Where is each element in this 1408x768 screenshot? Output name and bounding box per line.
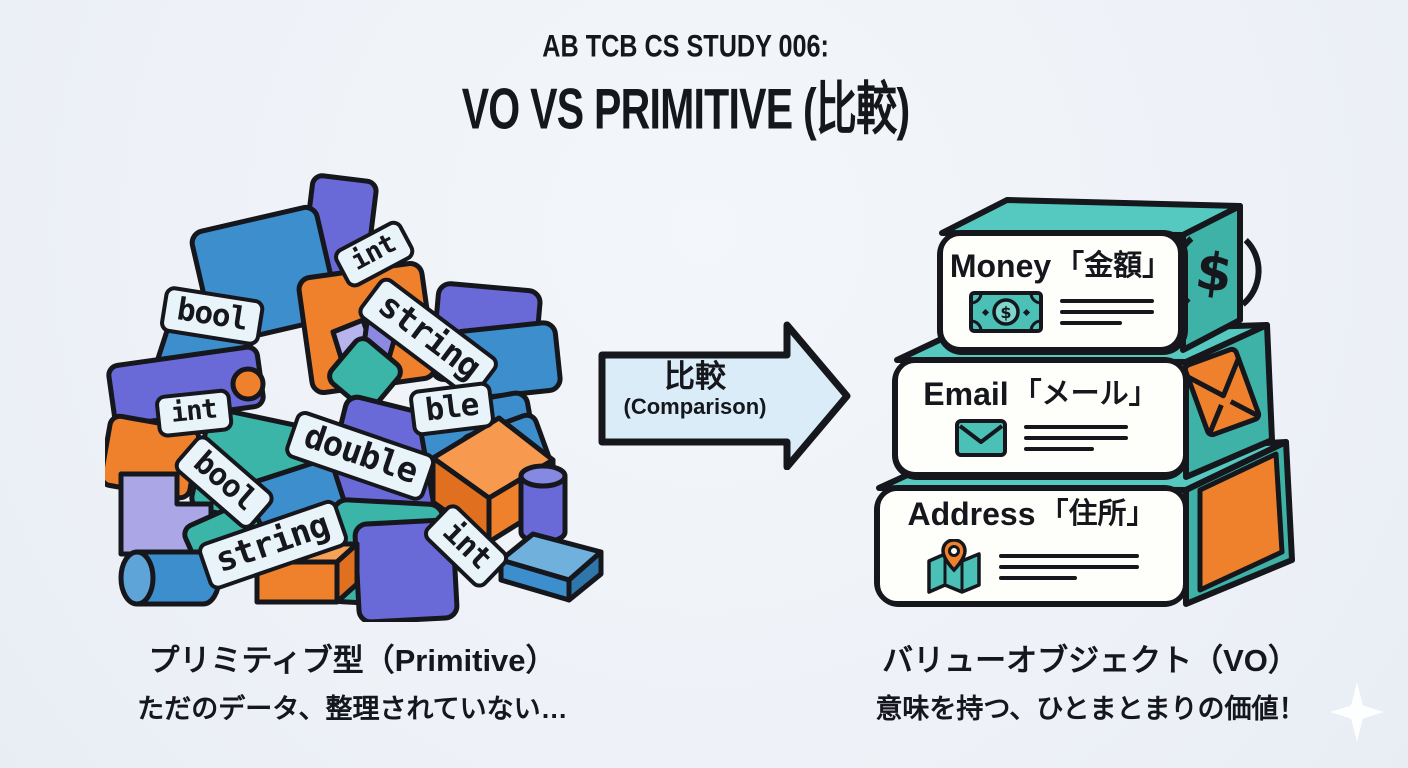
vo-stack: $ Money 「金額」 $ (855, 190, 1305, 620)
primitive-caption-sub: ただのデータ、整理されていない… (137, 694, 568, 724)
vo-caption: バリューオブジェクト（VO） 意味を持つ、ひとまとまりの価値！ (838, 635, 1343, 726)
vo-caption-sub: 意味を持つ、ひとまとまりの価値！ (875, 694, 1306, 724)
vo-name-ja: 「住所」 (1039, 498, 1156, 531)
primitive-caption: プリミティブ型（Primitive） ただのデータ、整理されていない… (100, 635, 605, 726)
svg-text:$: $ (1192, 241, 1236, 305)
vo-name-ja: 「金額」 (1055, 249, 1172, 282)
placeholder-text-lines (998, 547, 1139, 587)
title-block: AB TCB CS STUDY 006: VO VS PRIMITIVE (比較… (0, 29, 1372, 179)
vo-card-address: Address 「住所」 (875, 486, 1188, 606)
envelope-icon (954, 419, 1007, 458)
vo-card-email-title: Email 「メール」 (923, 375, 1158, 412)
vo-name: Money (949, 247, 1052, 284)
page-title: VO VS PRIMITIVE (比較) (462, 77, 910, 142)
vo-card-email: Email 「メール」 (893, 358, 1188, 477)
vo-name: Email (923, 375, 1009, 412)
arrow-label-en: (Comparison) (623, 394, 767, 420)
arrow-label: 比較 (Comparison) (600, 359, 790, 420)
placeholder-text-lines (1023, 418, 1128, 458)
vo-card-money-title: Money 「金額」 (949, 247, 1172, 284)
primitive-caption-title: プリミティブ型（Primitive） (148, 643, 557, 678)
arrow-label-ja: 比較 (664, 359, 726, 394)
currency-exchange-icon: $ (1172, 236, 1262, 307)
vo-name: Address (907, 496, 1036, 533)
vo-card-money: Money 「金額」 $ (938, 231, 1183, 352)
banknote-icon: $ (968, 291, 1043, 334)
comparison-arrow: 比較 (Comparison) (594, 318, 856, 471)
vo-name-ja: 「メール」 (1012, 377, 1158, 410)
title-kicker: AB TCB CS STUDY 006: (542, 29, 830, 64)
arrow-shape (598, 321, 851, 471)
vo-caption-title: バリューオブジェクト（VO） (882, 643, 1299, 678)
primitive-pile: int bool string ble int bool double stri… (105, 172, 605, 622)
placeholder-text-lines (1059, 292, 1154, 332)
vo-card-address-title: Address 「住所」 (907, 497, 1155, 532)
svg-text:$: $ (1000, 303, 1011, 322)
type-chip-int: int (154, 387, 234, 439)
map-pin-icon (926, 538, 981, 594)
